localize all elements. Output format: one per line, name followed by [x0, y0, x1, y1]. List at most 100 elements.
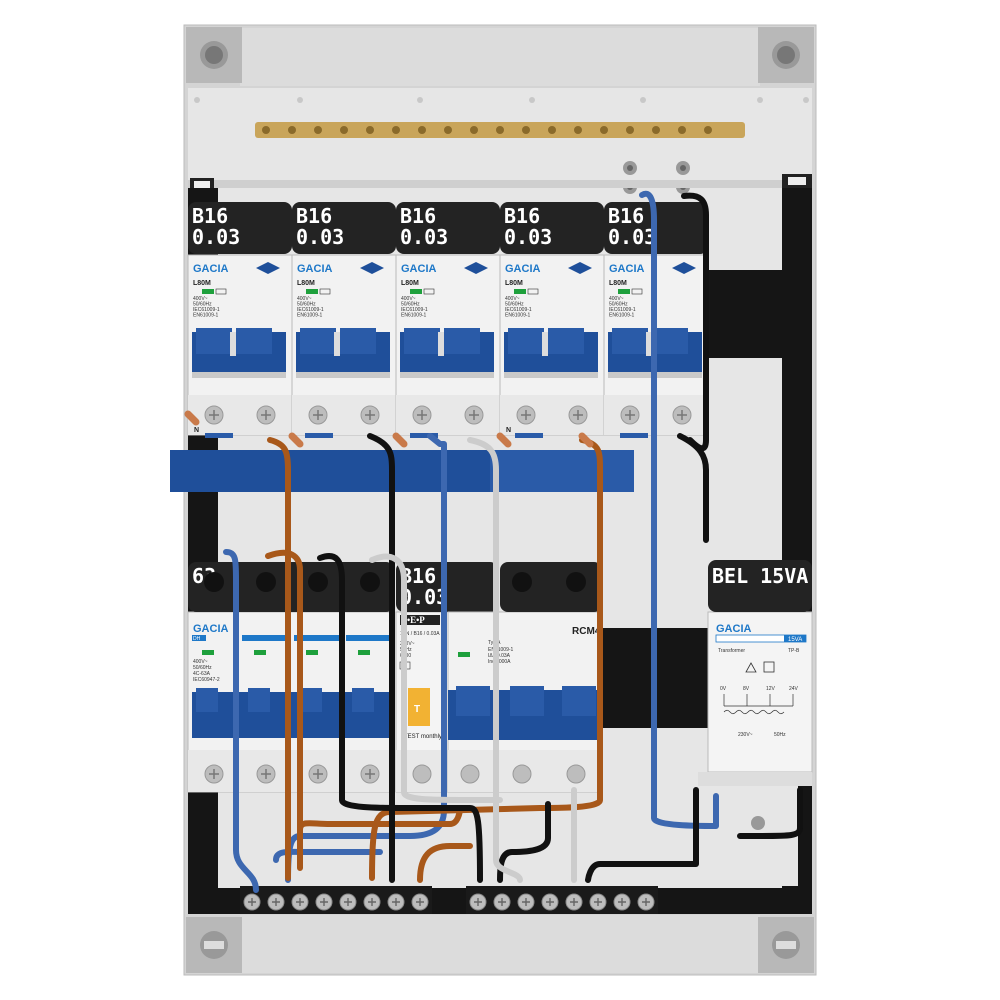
toggle-lever-left[interactable] — [612, 328, 648, 354]
main-toggle-lever[interactable] — [248, 688, 270, 712]
row-1-breakers: B160.03GACIAL80M400V~50/60HzIEC61009-1EN… — [187, 202, 709, 438]
din-rail-1 — [188, 180, 812, 188]
spec-line: EN61009-1 — [609, 313, 635, 319]
rating-box — [319, 288, 331, 295]
wire-ferrule — [392, 432, 408, 448]
sep-brand: S•E•P — [402, 615, 425, 625]
toggle-lever-left[interactable] — [508, 328, 544, 354]
spec-line: 50/60Hz — [609, 302, 628, 308]
transformer-name: Transformer — [718, 648, 745, 654]
toggle-lever-right[interactable] — [444, 328, 480, 354]
toggle-lever-right[interactable] — [236, 328, 272, 354]
corner-screw-bl — [186, 917, 242, 973]
wire-ferrule — [496, 432, 512, 448]
terminal-face — [188, 395, 292, 435]
toggle-lever-left[interactable] — [404, 328, 440, 354]
screw-slot — [368, 898, 376, 906]
brand-name: GACIA — [297, 263, 333, 275]
status-indicator — [410, 289, 422, 294]
toggle-lever-right[interactable] — [652, 328, 688, 354]
rcbo-module-4: B160.03GACIAL80M400V~50/60HzIEC61009-1EN… — [499, 202, 605, 436]
rcbo-module-1: B160.03GACIAL80M400V~50/60HzIEC61009-1EN… — [187, 202, 293, 436]
blue-busbar-dark — [170, 450, 490, 492]
transformer-label-tag — [708, 560, 812, 612]
brand-name: GACIA — [401, 263, 437, 275]
rating-badge — [784, 635, 806, 642]
toggle-gap — [542, 332, 548, 356]
transformer-base — [698, 772, 812, 786]
toggle-lever-right[interactable] — [340, 328, 376, 354]
spec-line: IEC61009-1 — [297, 307, 324, 313]
brand-name: GACIA — [505, 263, 541, 275]
rcm-toggle-lever[interactable] — [562, 686, 596, 716]
status-indicator — [358, 650, 370, 655]
model-badge — [192, 635, 206, 641]
screw-slot — [320, 898, 328, 906]
screw-slot — [313, 410, 323, 420]
tap-label: 8V — [743, 686, 750, 692]
module-label-line-2: 0.03 — [192, 225, 240, 249]
terminal-blocks — [240, 886, 658, 914]
rcbo-module-3: B160.03GACIAL80M400V~50/60HzIEC61009-1EN… — [395, 202, 501, 436]
module-label-line-1: B16 — [192, 204, 228, 228]
terminal-screw-icon — [566, 764, 586, 784]
black-wire-4 — [317, 553, 483, 883]
toggle-base — [296, 372, 390, 378]
wire-ferrule — [578, 432, 594, 448]
right-cover-block — [706, 270, 812, 358]
module-label-line-2: 0.03 — [504, 225, 552, 249]
rail-hole-3 — [529, 97, 535, 103]
top-stud-core-1 — [680, 165, 686, 171]
module-label-line-1: B16 — [608, 204, 644, 228]
brown-wire-3 — [369, 437, 603, 881]
toggle-lever-left[interactable] — [196, 328, 232, 354]
toggle-gap — [334, 332, 340, 356]
terminal-screw-icon — [512, 764, 532, 784]
test-button[interactable] — [408, 688, 430, 726]
screw-slot — [392, 898, 400, 906]
top-terminal-cap — [512, 572, 532, 592]
brown-wire-2 — [265, 549, 303, 871]
rcm-toggle-lever[interactable] — [510, 686, 544, 716]
spec-line: IΔn 0.03A — [488, 653, 511, 659]
side-clip-right-hole — [788, 177, 806, 185]
bar-screw-0 — [262, 126, 270, 134]
screw-slot — [469, 410, 479, 420]
transformer-footer-voltage: 230V~ — [738, 732, 753, 738]
toggle-lever-right[interactable] — [548, 328, 584, 354]
screw-slot — [261, 769, 271, 779]
model-name: L80M — [609, 280, 627, 287]
transformer-footer-freq: 50Hz — [774, 732, 786, 738]
rcm-toggle-lever[interactable] — [456, 686, 490, 716]
bar-screw-10 — [522, 126, 530, 134]
toggle-lever-left[interactable] — [300, 328, 336, 354]
screw-slot — [248, 898, 256, 906]
screw-slot — [618, 898, 626, 906]
top-terminal-cap — [204, 572, 224, 592]
main-model: DH — [193, 636, 201, 642]
bar-screw-8 — [470, 126, 478, 134]
terminal-clip — [410, 433, 438, 438]
bar-screw-9 — [496, 126, 504, 134]
module-label-tag — [292, 202, 396, 254]
screw-slot — [313, 769, 323, 779]
screw-slot — [474, 898, 482, 906]
main-toggle-lever[interactable] — [196, 688, 218, 712]
terminal-clip — [515, 433, 543, 438]
module-label-line-1: B16 — [296, 204, 332, 228]
module-label-tag — [188, 202, 292, 254]
screw-slot — [522, 898, 530, 906]
brand-name: GACIA — [609, 263, 645, 275]
spec-line: 400V~ — [505, 296, 520, 302]
spec-line: 400V~ — [401, 296, 416, 302]
model-name: L80M — [193, 280, 211, 287]
spec-line: IEC61009-1 — [193, 307, 220, 313]
status-indicator — [458, 652, 470, 657]
main-toggle-lever[interactable] — [300, 688, 322, 712]
brown-wire-1 — [267, 437, 291, 881]
bar-screw-14 — [626, 126, 634, 134]
spec-line: 400V~ — [609, 296, 624, 302]
main-toggle-lever[interactable] — [352, 688, 374, 712]
screw-slot — [498, 898, 506, 906]
screw-slot — [209, 769, 219, 779]
